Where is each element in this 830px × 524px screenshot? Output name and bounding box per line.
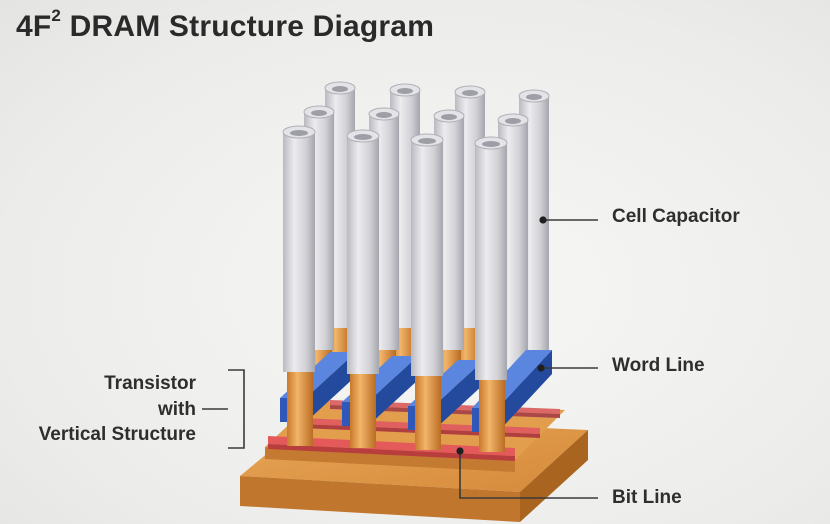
title-main: 4F — [16, 10, 52, 43]
cell-capacitor-label: Cell Capacitor — [612, 206, 740, 227]
bit-line-1 — [268, 436, 515, 456]
substrate-upper-front — [265, 447, 515, 472]
cell-capacitor — [475, 143, 507, 380]
front-rows — [282, 125, 508, 452]
transistor-label: Transistor with Vertical Structure — [39, 371, 196, 448]
substrate-bottom-front — [240, 476, 520, 522]
bit-line-leader — [459, 451, 598, 499]
leader-lines — [202, 216, 598, 499]
bit-line-label: Bit Line — [612, 487, 682, 508]
substrate-bottom-side — [520, 430, 588, 522]
cell-capacitor — [411, 140, 443, 376]
transistor-bracket — [228, 369, 245, 449]
word-line-label: Word Line — [612, 355, 705, 376]
title-superscript: 2 — [51, 6, 62, 25]
cell-capacitor — [347, 136, 379, 374]
title-rest: DRAM Structure Diagram — [61, 10, 435, 43]
transistor-label-line-3: Vertical Structure — [38, 424, 196, 445]
transistor-label-line-1: Transistor — [104, 373, 196, 394]
cell-capacitor — [283, 132, 315, 372]
diagram-title: 4F2 DRAM Structure Diagram — [16, 7, 435, 44]
transistor-label-line-2: with — [158, 398, 196, 420]
